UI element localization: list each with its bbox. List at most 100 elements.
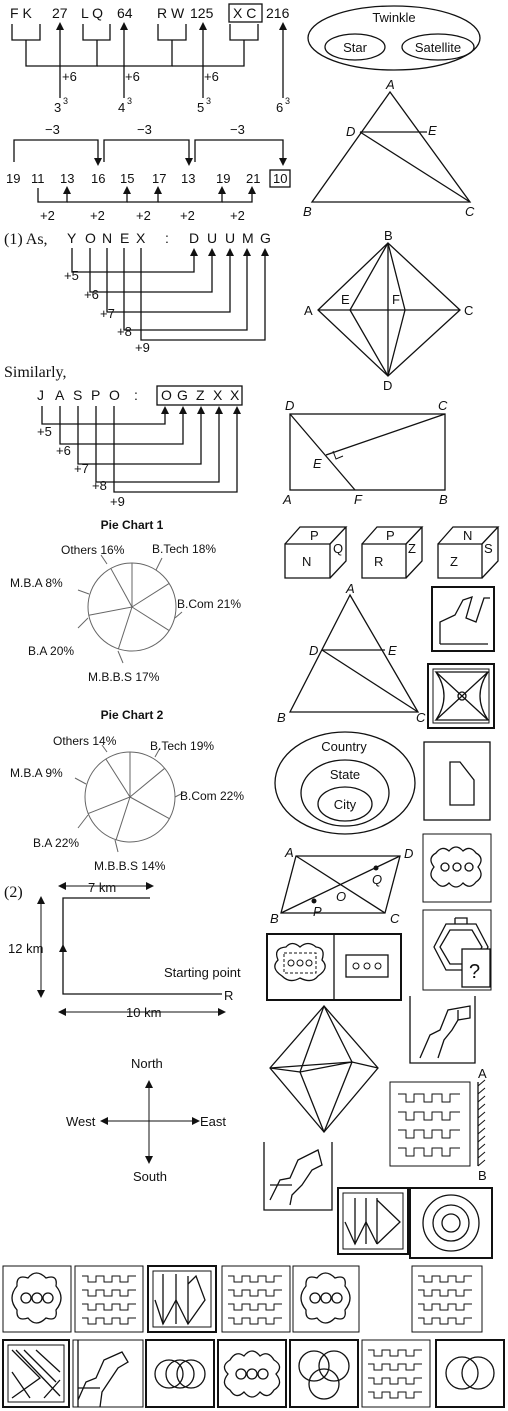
cube-1: P N Q <box>284 526 348 579</box>
svg-text:O: O <box>109 387 120 403</box>
pie-slice-edge <box>129 796 170 820</box>
svg-text:P: P <box>313 904 322 919</box>
cube-2: P R Z <box>361 526 424 579</box>
venn-twinkle: Twinkle Star Satellite <box>307 5 481 71</box>
svg-text:12 km: 12 km <box>8 941 43 956</box>
cube-6: 6 <box>276 100 283 115</box>
figure-gear-circles <box>422 833 492 903</box>
svg-text:+9: +9 <box>135 340 150 355</box>
figure-step-shape-1 <box>431 586 495 652</box>
figure-hexagon-question: ? <box>422 909 492 991</box>
svg-text:S: S <box>73 387 82 403</box>
svg-text:F: F <box>354 492 363 507</box>
svg-text:10: 10 <box>273 171 287 186</box>
svg-text:D: D <box>404 846 413 861</box>
svg-text:M: M <box>242 230 254 246</box>
pie-slice-edge <box>131 606 170 631</box>
svg-text:M.B.A 9%: M.B.A 9% <box>10 766 63 780</box>
value-64: 64 <box>117 5 133 21</box>
svg-text:7 km: 7 km <box>88 880 116 895</box>
svg-text:C: C <box>465 204 475 219</box>
octahedron-diagram <box>269 1005 379 1134</box>
svg-text:A: A <box>345 581 355 596</box>
svg-text:E: E <box>341 292 350 307</box>
venn-satellite-label: Satellite <box>415 40 461 55</box>
triangle-diagram-2: A D E B C <box>277 581 426 725</box>
svg-text:C: C <box>438 398 448 413</box>
svg-text:East: East <box>200 1114 226 1129</box>
pie-slice-edge <box>129 767 165 798</box>
svg-text:+2: +2 <box>90 208 105 223</box>
figure-concentric-circles <box>409 1187 493 1259</box>
pie-slice-edge <box>117 606 133 650</box>
group-lq: L Q <box>81 5 103 21</box>
svg-text:X: X <box>136 230 146 246</box>
figure-triangle-panels <box>337 1187 409 1255</box>
minus-3: −3 <box>230 122 245 137</box>
svg-text:E: E <box>388 643 397 658</box>
cubes-row: P N Q P R Z N Z S <box>284 526 500 579</box>
pie-slice-edge <box>131 583 170 608</box>
svg-text:A: A <box>282 492 292 507</box>
svg-text:S: S <box>484 541 493 556</box>
svg-text:+2: +2 <box>136 208 151 223</box>
group-xc: X C <box>233 5 256 21</box>
svg-text:F: F <box>392 292 400 307</box>
pie2-slices <box>87 752 170 840</box>
letter-number-series: F K 27 L Q 64 R W 125 X C 216 +6 +6 +6 3… <box>10 3 290 115</box>
svg-text:+7: +7 <box>100 306 115 321</box>
increment-3: +6 <box>204 69 219 84</box>
svg-text:O: O <box>161 387 172 403</box>
pie-slice-edge <box>115 796 131 840</box>
value-216: 216 <box>266 5 290 21</box>
svg-text:+7: +7 <box>74 461 89 476</box>
svg-text:O: O <box>336 889 346 904</box>
cube-3: 3 <box>54 100 61 115</box>
svg-text:19: 19 <box>6 171 20 186</box>
svg-text:N: N <box>302 554 311 569</box>
svg-text:+9: +9 <box>110 494 125 509</box>
svg-text:B.A 20%: B.A 20% <box>28 644 74 658</box>
svg-text:J: J <box>37 387 44 403</box>
figure-step-shape-3 <box>263 1142 333 1211</box>
svg-text:+6: +6 <box>84 287 99 302</box>
svg-text:16: 16 <box>91 171 105 186</box>
svg-text:Q: Q <box>372 872 382 887</box>
svg-text:C: C <box>464 303 473 318</box>
svg-text:B.A 22%: B.A 22% <box>33 836 79 850</box>
rectangle-diagram: D C E A F B <box>282 398 448 507</box>
svg-text:17: 17 <box>152 171 166 186</box>
svg-text:3: 3 <box>206 96 211 106</box>
venn-star-label: Star <box>343 40 368 55</box>
svg-text:B.Com 21%: B.Com 21% <box>177 597 241 611</box>
svg-text:Z: Z <box>196 387 205 403</box>
svg-text:13: 13 <box>60 171 74 186</box>
question-mark: ? <box>469 961 480 983</box>
svg-text:N: N <box>463 528 472 543</box>
figure-maze-mirror: A B <box>389 1066 487 1183</box>
svg-text:M.B.B.S 17%: M.B.B.S 17% <box>88 670 160 684</box>
svg-text:15: 15 <box>120 171 134 186</box>
svg-text:D: D <box>383 378 392 393</box>
svg-text:B.Tech 19%: B.Tech 19% <box>150 739 214 753</box>
svg-text:Others 14%: Others 14% <box>53 734 117 748</box>
svg-text:X: X <box>230 387 240 403</box>
parallelogram-diagram: A D B C O Q P <box>270 845 413 926</box>
cube-5: 5 <box>197 100 204 115</box>
svg-text:X: X <box>213 387 223 403</box>
svg-text:N: N <box>102 230 112 246</box>
as-label: (1) As, <box>4 231 48 248</box>
svg-text:G: G <box>177 387 188 403</box>
figure-hourglass <box>427 663 495 729</box>
svg-text:South: South <box>133 1169 167 1184</box>
svg-text:+5: +5 <box>64 268 79 283</box>
svg-text:B: B <box>303 204 312 219</box>
svg-text:21: 21 <box>246 171 260 186</box>
svg-text:13: 13 <box>181 171 195 186</box>
svg-text:A: A <box>385 77 395 92</box>
svg-text:10 km: 10 km <box>126 1005 161 1020</box>
svg-text:B: B <box>439 492 448 507</box>
value-125: 125 <box>190 5 214 21</box>
svg-text:P: P <box>91 387 100 403</box>
